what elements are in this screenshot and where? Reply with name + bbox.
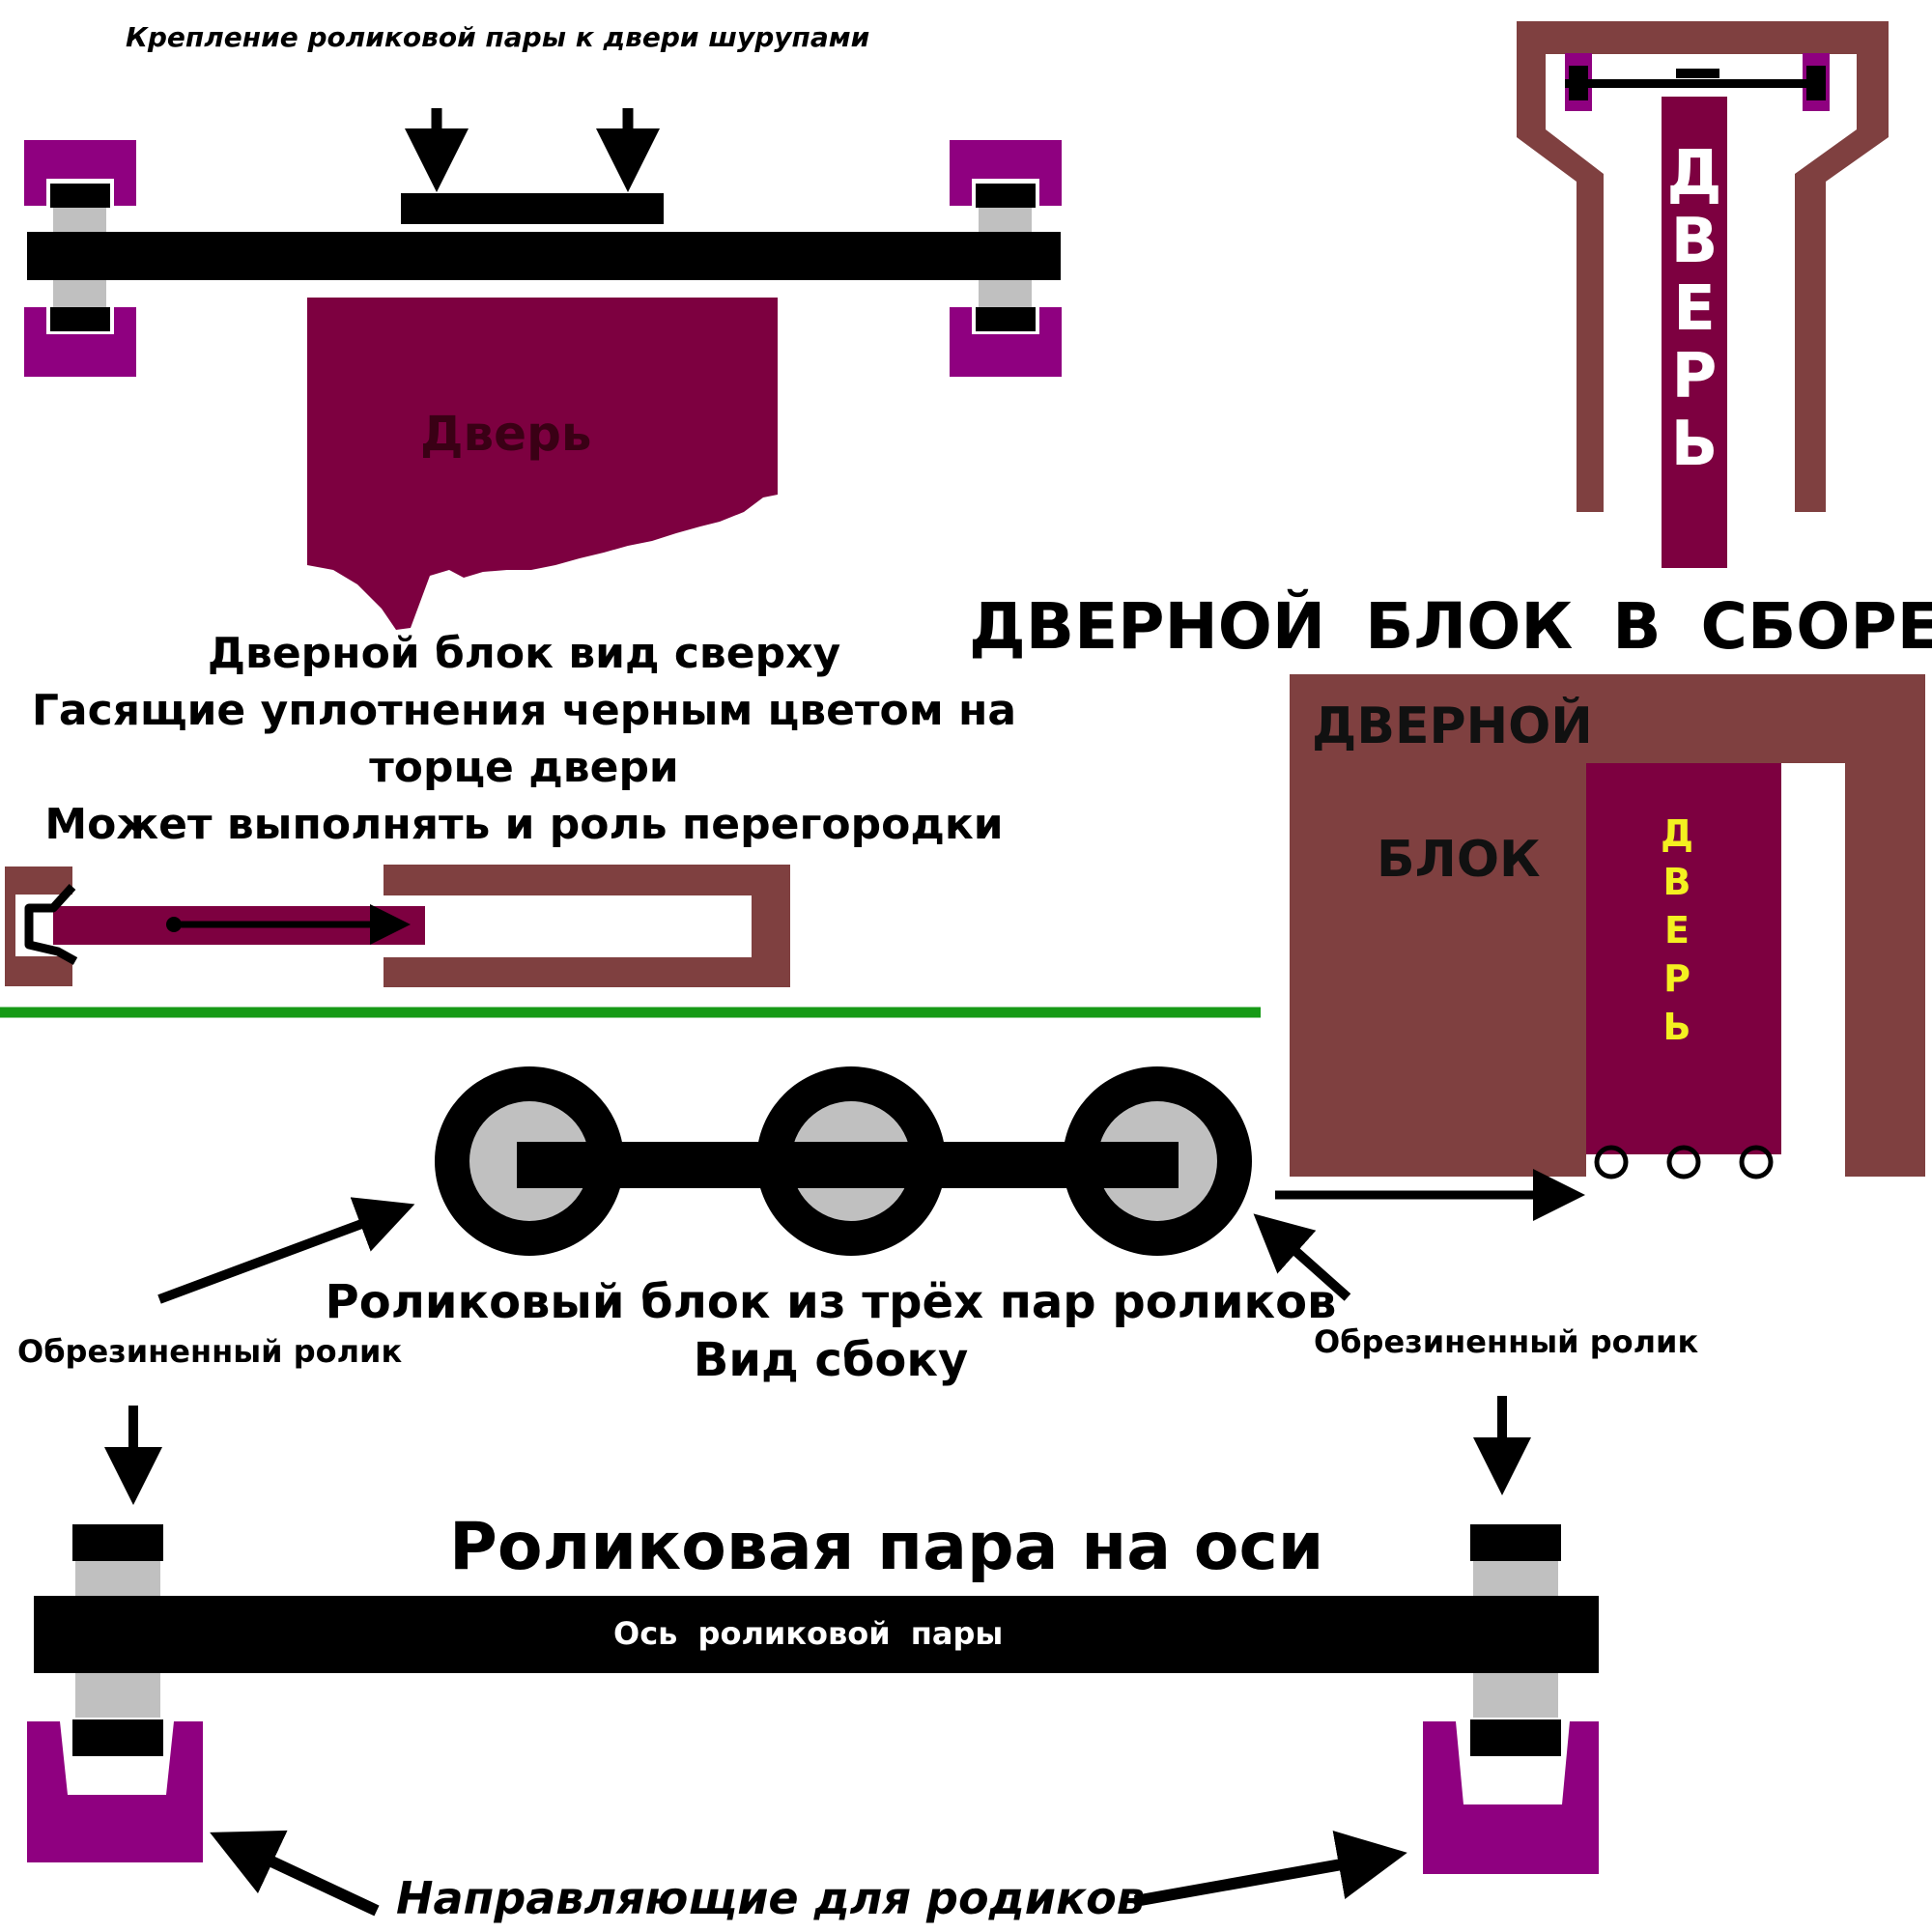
mounting-plate — [401, 193, 664, 224]
top-view-line2: Гасящие уплотнения черным цветом на — [31, 686, 1017, 735]
top-roller-assembly — [24, 108, 1062, 630]
block-roller-1 — [1594, 1145, 1629, 1179]
assembled-door-block — [1290, 674, 1925, 1179]
bottom-right-tire-top — [1470, 1524, 1561, 1561]
top-axle — [27, 232, 1061, 280]
block-word-2: БЛОК — [1377, 831, 1541, 889]
rubber-roller-label-right: Обрезиненный ролик — [1314, 1323, 1699, 1360]
cs-plate — [1676, 69, 1719, 78]
right-roller-tire-top — [976, 184, 1036, 208]
roller-block-caption: Роликовый блок из трёх пар роликов Вид с… — [319, 1273, 1343, 1389]
axle-label: Ось роликовой пары — [613, 1615, 1004, 1652]
roller-block-line2: Вид сбоку — [693, 1333, 969, 1387]
bottom-axle — [34, 1596, 1599, 1673]
left-roller-tire-bottom — [50, 307, 110, 331]
door-vertical-text: ДВЕРЬ — [1666, 138, 1722, 480]
roller-pair-title: Роликовая пара на оси — [449, 1509, 1324, 1585]
top-view-line4: Может выполнять и роль перегородки — [44, 800, 1004, 849]
guides-label: Направляющие для родиков — [396, 1872, 1145, 1924]
top-view-caption: Дверной блок вид сверху Гасящие уплотнен… — [10, 625, 1038, 853]
door-small-vertical-text: ДВЕРЬ — [1661, 812, 1693, 1048]
rubber-roller-pointer-left — [157, 1197, 415, 1304]
roller-pair-on-axle — [27, 1396, 1599, 1917]
damping-seal — [24, 883, 78, 965]
roller-block-side-view — [157, 1066, 1585, 1304]
block-roller-2 — [1666, 1145, 1701, 1179]
arrow-start-dot — [166, 917, 182, 932]
cs-axle — [1565, 79, 1826, 88]
block-door — [1586, 763, 1781, 1154]
top-view-frame-right — [384, 865, 790, 987]
frame-profile — [1517, 21, 1889, 512]
block-word-1: ДВЕРНОЙ — [1312, 697, 1593, 755]
door-top-view-shape — [307, 298, 778, 630]
door-top-label: Дверь — [420, 406, 592, 462]
bottom-left-guide — [27, 1721, 203, 1862]
roller-connecting-bar — [517, 1142, 1179, 1188]
block-roller-3 — [1739, 1145, 1774, 1179]
assembly-title: ДВЕРНОЙ БЛОК В СБОРЕ — [969, 589, 1932, 664]
bottom-right-guide — [1423, 1721, 1599, 1874]
bottom-left-tire-bottom — [72, 1719, 163, 1756]
top-view-line1: Дверной блок вид сверху — [207, 629, 841, 678]
top-view-line3: торце двери — [369, 743, 679, 792]
assembly-cross-section — [1517, 21, 1889, 568]
bottom-left-tire-top — [72, 1524, 163, 1561]
rubber-roller-label-left: Обрезиненный ролик — [17, 1333, 403, 1370]
door-vertical-label: ДВЕРЬ — [1663, 140, 1725, 478]
roller-block-line1: Роликовый блок из трёх пар роликов — [325, 1275, 1337, 1329]
rubber-roller-pointer-right — [1253, 1213, 1351, 1301]
top-view-door-block — [5, 865, 790, 987]
right-roller-tire-bottom — [976, 307, 1036, 331]
top-caption: Крепление роликовой пары к двери шурупам… — [126, 21, 870, 53]
left-roller-tire-top — [50, 184, 110, 208]
guide-pointer-left — [210, 1830, 380, 1917]
guide-pointer-right — [1133, 1831, 1407, 1907]
cs-door — [1662, 97, 1727, 568]
bottom-right-tire-bottom — [1470, 1719, 1561, 1756]
door-small-vertical-label: ДВЕРЬ — [1658, 810, 1696, 1051]
top-view-frame-left — [5, 867, 72, 986]
